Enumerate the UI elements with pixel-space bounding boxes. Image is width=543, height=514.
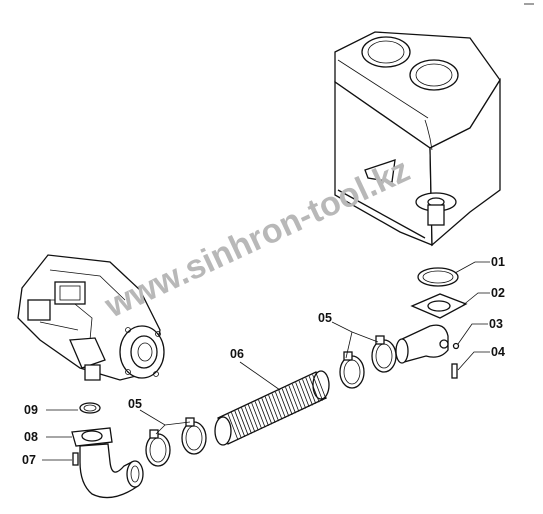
part-label-05-upper: 05 (318, 311, 332, 325)
tank-outlet-elbow (395, 324, 449, 364)
o-ring-09 (79, 402, 101, 414)
part-labels: 01 02 03 04 05 06 05 09 08 07 (22, 255, 505, 467)
washer-03 (452, 342, 460, 350)
hose-clamp-lower-right (181, 417, 207, 455)
part-label-06: 06 (230, 347, 244, 361)
part-label-05-lower: 05 (128, 397, 142, 411)
bolt-07 (72, 452, 79, 466)
hose-clamp-upper-left (339, 351, 365, 389)
watermark-text: www.sinhron-tool.kz (98, 151, 415, 326)
hose-clamp-upper-right (371, 335, 397, 373)
flange-adapter-08 (71, 427, 113, 447)
flange-plate-02 (410, 293, 468, 319)
leader-lines (42, 261, 490, 461)
part-label-01: 01 (491, 255, 505, 269)
suction-elbow (79, 443, 144, 499)
part-label-04: 04 (491, 345, 505, 359)
part-label-02: 02 (491, 286, 505, 300)
hydraulic-tank (334, 31, 501, 247)
bolt-04 (451, 363, 458, 379)
o-ring-01 (417, 267, 459, 287)
suction-hose-06 (214, 370, 330, 446)
part-label-07: 07 (22, 453, 36, 467)
part-label-09: 09 (24, 403, 38, 417)
hydraulic-pump (17, 254, 165, 381)
part-label-03: 03 (489, 317, 503, 331)
hose-clamp-lower-left (145, 429, 171, 467)
part-label-08: 08 (24, 430, 38, 444)
